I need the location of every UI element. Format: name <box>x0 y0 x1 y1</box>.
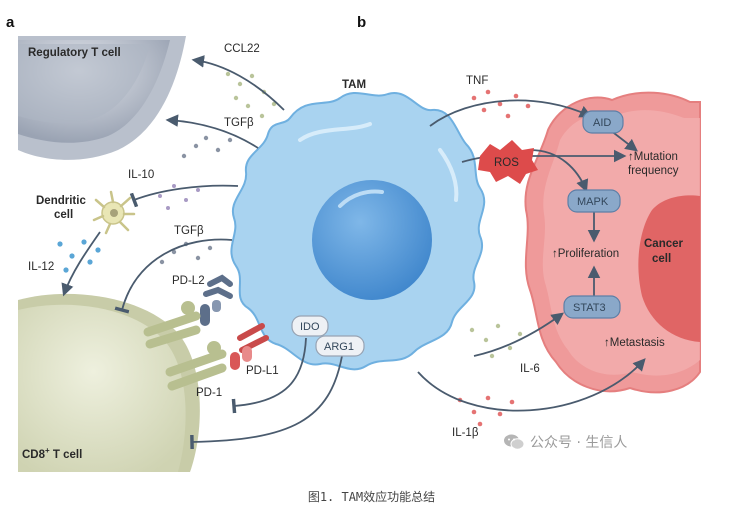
tam-nucleus <box>312 180 432 300</box>
ido-label: IDO <box>300 321 320 333</box>
mutation-label-1: ↑Mutation <box>628 151 678 163</box>
panel-a-arrows <box>61 55 343 450</box>
dendritic-cell <box>92 190 136 235</box>
tam-cell <box>230 92 486 371</box>
mapk-node <box>567 189 621 213</box>
dendritic-label-2: cell <box>54 209 73 221</box>
pd-1-receptor-upper <box>143 301 201 349</box>
mapk-label: MAPK <box>577 196 609 208</box>
tgfb-mid-label: TGFβ <box>174 225 204 237</box>
arg1-node <box>315 335 365 357</box>
ccl22-label: CCL22 <box>224 43 260 55</box>
pd-1-receptor <box>165 341 227 391</box>
pdl2-label: PD-L2 <box>172 275 205 287</box>
panel-a-label: a <box>6 14 15 31</box>
cancer-label-2: cell <box>652 253 671 265</box>
watermark: 公众号 · 生信人 <box>503 432 627 452</box>
il10-label: IL-10 <box>128 169 154 181</box>
dendritic-label-1: Dendritic <box>36 195 86 207</box>
tam-label: TAM <box>342 79 366 91</box>
wechat-icon <box>504 434 525 450</box>
pd-l2-ligand <box>200 274 233 326</box>
figure-caption: 图1. TAM效应功能总结 <box>307 490 436 504</box>
tnf-label: TNF <box>466 75 488 87</box>
cancer-cell <box>524 91 701 394</box>
ros-label: ROS <box>494 157 519 169</box>
stat3-label: STAT3 <box>573 302 606 314</box>
il12-label: IL-12 <box>28 261 54 273</box>
panel-b-arrows <box>417 99 646 412</box>
cancer-label-1: Cancer <box>644 238 684 250</box>
ido-node <box>291 315 329 337</box>
aid-label: AID <box>593 117 611 129</box>
pd-l1-ligand <box>230 323 269 370</box>
arg1-label: ARG1 <box>324 341 354 353</box>
proliferation-label: ↑Proliferation <box>552 248 619 260</box>
stat3-node <box>563 295 621 319</box>
pd1-label: PD-1 <box>196 387 222 399</box>
mutation-label-2: frequency <box>628 165 679 177</box>
pdl1-label: PD-L1 <box>246 365 279 377</box>
panel-b-label: b <box>357 14 366 31</box>
il6-label: IL-6 <box>520 363 540 375</box>
tgfb-top-label: TGFβ <box>224 117 254 129</box>
cd8-label: CD8+ T cell <box>22 446 82 461</box>
il1b-label: IL-1β <box>452 427 479 439</box>
treg-label: Regulatory T cell <box>28 47 121 59</box>
regulatory-t-cell <box>18 36 186 160</box>
metastasis-label: ↑Metastasis <box>604 337 665 349</box>
watermark-text: 公众号 · 生信人 <box>530 435 628 451</box>
aid-node <box>582 110 624 134</box>
ros-node <box>478 140 538 184</box>
